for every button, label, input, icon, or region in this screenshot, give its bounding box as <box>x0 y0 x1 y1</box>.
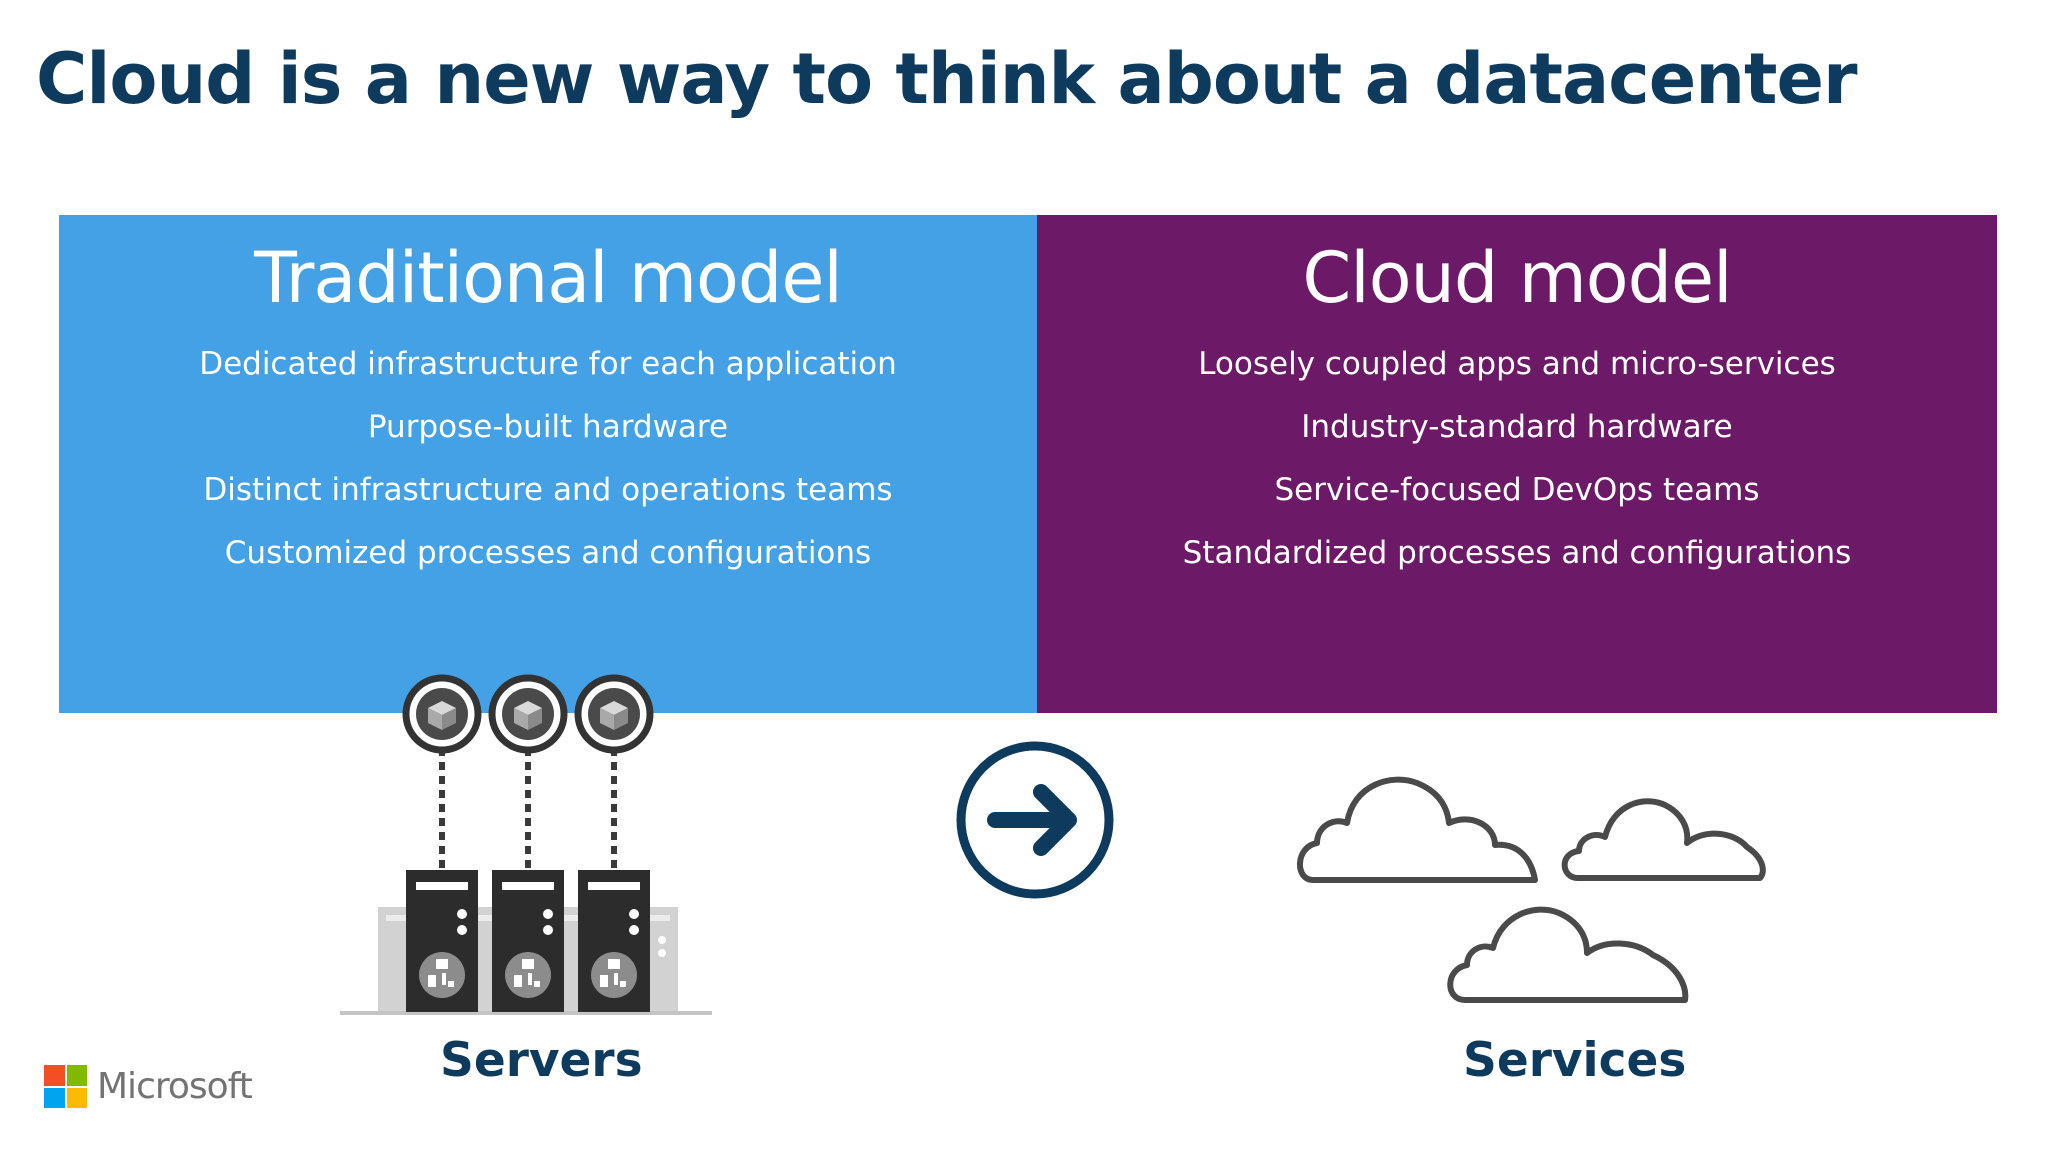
traditional-point: Customized processes and configurations <box>224 535 872 571</box>
cloud-model-panel: Cloud model Loosely coupled apps and mic… <box>1037 215 1997 713</box>
cloud-point: Standardized processes and configuration… <box>1182 535 1852 571</box>
traditional-point: Distinct infrastructure and operations t… <box>203 472 893 508</box>
microsoft-logo: Microsoft <box>44 1065 253 1108</box>
cloud-model-list: Loosely coupled apps and micro-services … <box>1037 333 1997 585</box>
traditional-point: Dedicated infrastructure for each applic… <box>199 346 897 382</box>
traditional-model-panel: Traditional model Dedicated infrastructu… <box>59 215 1037 713</box>
cloud-point: Loosely coupled apps and micro-services <box>1198 346 1836 382</box>
microsoft-logo-icon <box>44 1065 87 1108</box>
traditional-model-heading: Traditional model <box>254 237 843 319</box>
slide-title: Cloud is a new way to think about a data… <box>36 38 1857 120</box>
cloud-point: Service-focused DevOps teams <box>1274 472 1760 508</box>
traditional-model-list: Dedicated infrastructure for each applic… <box>59 333 1037 585</box>
server-rack-icon <box>340 674 712 1020</box>
cloud-model-heading: Cloud model <box>1302 237 1732 319</box>
cloud-point: Industry-standard hardware <box>1301 409 1733 445</box>
traditional-point: Purpose-built hardware <box>367 409 729 445</box>
microsoft-wordmark: Microsoft <box>97 1066 253 1107</box>
arrow-right-circle-icon <box>956 741 1114 899</box>
services-caption: Services <box>1463 1033 1687 1088</box>
servers-caption: Servers <box>440 1033 643 1088</box>
clouds-icon <box>1297 776 1766 1003</box>
